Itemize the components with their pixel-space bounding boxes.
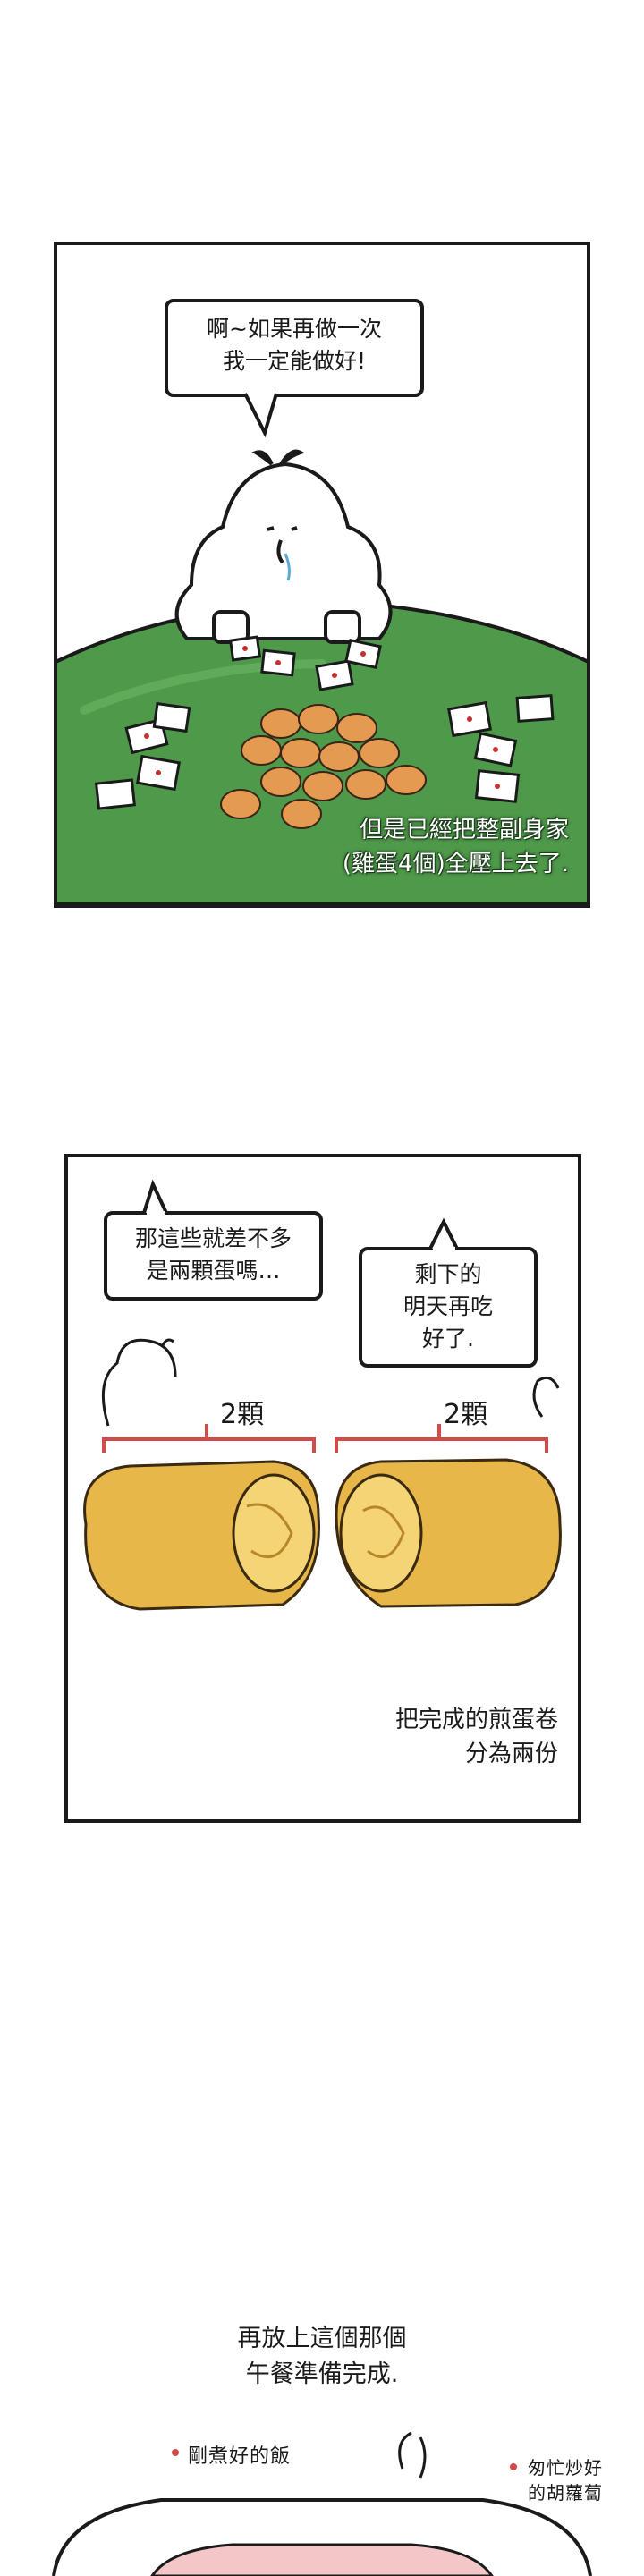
bubble-left-line-1: 那這些就差不多 [134, 1225, 292, 1251]
caption-line-2: (雞蛋4個)全壓上去了. [342, 851, 569, 877]
speech-bubble-left: 那這些就差不多 是兩顆蛋嗎… [104, 1211, 323, 1301]
note-carrot-line-1: 匆忙炒好 [528, 2457, 603, 2479]
note-carrot: 匆忙炒好 的胡蘿蔔 [528, 2455, 603, 2505]
steam-curl-left [398, 2431, 412, 2470]
note-carrot-line-2: 的胡蘿蔔 [528, 2482, 603, 2504]
portion-label-right: 2顆 [444, 1399, 488, 1430]
bubble-left-line-2: 是兩顆蛋嗎… [146, 1258, 281, 1284]
final-caption-line-1: 再放上這個那個 [237, 2325, 407, 2352]
final-caption: 再放上這個那個 午餐準備完成. [0, 2321, 644, 2393]
caption-line-1: 但是已經把整副身家 [359, 817, 569, 843]
bubble-line-1: 啊~如果再做一次 [207, 316, 382, 342]
character-outline-left [101, 1338, 177, 1427]
character-outline-right [532, 1376, 560, 1418]
steam-curl-right [419, 2436, 427, 2479]
rice-area [150, 2543, 494, 2576]
omelette-left [83, 1460, 320, 1611]
narration-caption: 把完成的煎蛋卷 分為兩份 [395, 1703, 558, 1771]
comic-panel-2: 那這些就差不多 是兩顆蛋嗎… 剩下的 明天再吃 好了. 2顆 2顆 把完成的煎蛋… [64, 1154, 581, 1823]
narration-caption: 但是已經把整副身家 (雞蛋4個)全壓上去了. [343, 813, 569, 881]
note-dot-right [510, 2463, 517, 2470]
note-dot-left [172, 2449, 179, 2456]
caption-line-2: 分為兩份 [464, 1741, 558, 1767]
speech-bubble-right: 剩下的 明天再吃 好了. [359, 1247, 538, 1368]
note-rice: 剛煮好的飯 [188, 2445, 292, 2468]
card-pips [144, 646, 500, 789]
omelette-split-scene [83, 1338, 562, 1611]
bubble-right-line-3: 好了. [422, 1326, 474, 1352]
portion-label-left: 2顆 [220, 1399, 265, 1430]
caption-line-1: 把完成的煎蛋卷 [394, 1707, 558, 1733]
crying-character [174, 449, 393, 644]
egg-pile [220, 704, 427, 829]
omelette-right [335, 1458, 562, 1608]
gambling-table-scene [57, 449, 587, 904]
lunch-box-scene [52, 2431, 592, 2576]
speech-bubble: 啊~如果再做一次 我一定能做好! [165, 299, 424, 397]
bubble-line-2: 我一定能做好! [222, 348, 367, 374]
comic-panel-1: 啊~如果再做一次 我一定能做好! 但是已經把整副身家 (雞蛋4個)全壓上去了. [54, 242, 590, 908]
bubble-right-line-2: 明天再吃 [402, 1293, 493, 1319]
bubble-right-line-1: 剩下的 [414, 1261, 482, 1287]
final-caption-line-2: 午餐準備完成. [245, 2360, 399, 2388]
playing-cards [94, 635, 555, 810]
split-brackets [102, 1424, 548, 1453]
